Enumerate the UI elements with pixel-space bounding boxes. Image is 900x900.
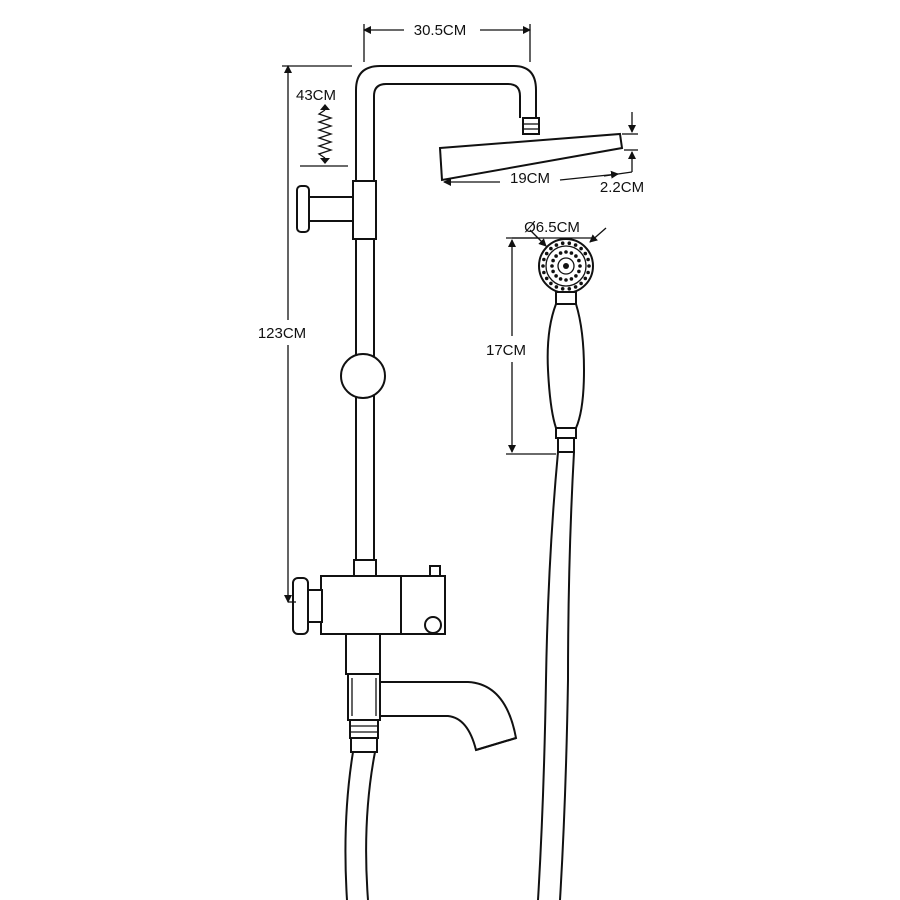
nozzle-dot <box>586 257 590 262</box>
nozzle-dot <box>567 287 572 291</box>
dimension-head-thickness: 2.2CM <box>600 112 644 196</box>
nozzle-dot <box>542 270 546 275</box>
nozzle-dot <box>578 264 582 268</box>
nozzle-dot <box>569 277 574 281</box>
dimension-handshower-length: 17CM <box>486 237 556 455</box>
nozzle-dot <box>551 258 555 263</box>
nozzle-dot <box>544 251 549 256</box>
riser-pipe <box>355 65 537 566</box>
shower-hose <box>344 451 575 900</box>
nozzle-dot <box>567 241 572 245</box>
mixer-body <box>292 559 446 635</box>
nozzle-dot <box>569 251 574 255</box>
nozzle-dot <box>554 274 558 278</box>
nozzle-dot <box>558 251 563 255</box>
nozzle-dot <box>549 246 553 251</box>
nozzle-dot <box>579 281 583 286</box>
slide-ball <box>340 353 386 399</box>
nozzle-dot <box>577 258 581 263</box>
dimension-label-head-width: 19CM <box>510 170 550 187</box>
dimension-arm-reach: 30.5CM <box>363 22 531 62</box>
nozzle-dot <box>573 243 578 247</box>
nozzle-dot <box>587 264 591 268</box>
nozzle-dot <box>554 243 559 247</box>
nozzle-dot <box>564 278 568 282</box>
nozzle-dot <box>542 257 546 262</box>
nozzle-dot <box>551 269 555 274</box>
nozzle-dot <box>560 287 565 291</box>
nozzle-dot <box>574 274 578 278</box>
nozzle-dot <box>579 246 583 251</box>
nozzle-dot <box>586 270 590 275</box>
dimension-label-handshower-length: 17CM <box>486 342 526 359</box>
dimension-overall-height: 123CM <box>258 65 352 603</box>
nozzle-dot <box>541 264 545 268</box>
hand-shower <box>538 238 594 453</box>
nozzle-dot <box>549 281 553 286</box>
dimension-label-overall-height: 123CM <box>258 325 306 342</box>
nozzle-dot <box>560 241 565 245</box>
nozzle-dot <box>577 269 581 274</box>
dimension-label-handshower-diameter: Ø6.5CM <box>524 219 580 236</box>
lower-pipe <box>345 633 381 753</box>
nozzle-dot <box>573 285 578 289</box>
nozzle-dot <box>564 250 568 254</box>
dimension-label-slide-adjust: 43CM <box>296 87 336 104</box>
nozzle-dot <box>544 276 549 281</box>
dimension-slide-adjust: 43CM <box>296 87 348 167</box>
arm-connector <box>522 117 540 135</box>
dimension-label-arm-reach: 30.5CM <box>414 22 467 39</box>
nozzle-dot <box>583 251 588 256</box>
nozzle-dot <box>574 254 578 258</box>
nozzle-dot <box>558 277 563 281</box>
tub-spout <box>379 681 518 752</box>
nozzle-dot <box>554 285 559 289</box>
nozzle-dot <box>583 276 588 281</box>
rain-shower-head <box>438 132 624 182</box>
dimension-label-head-thickness: 2.2CM <box>600 179 644 196</box>
nozzle-dot <box>550 264 554 268</box>
nozzle-dot <box>554 254 558 258</box>
top-wall-bracket <box>296 180 377 240</box>
